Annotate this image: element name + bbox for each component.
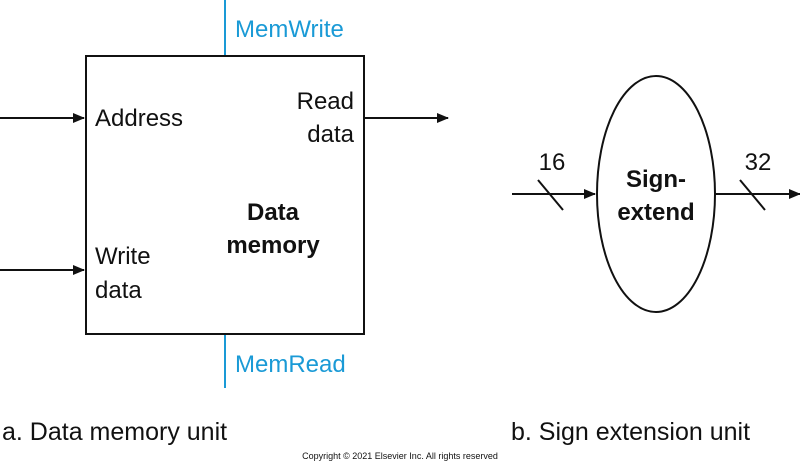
- memwrite-label: MemWrite: [235, 16, 344, 43]
- memread-label: MemRead: [235, 351, 346, 378]
- output-bus-slash: [739, 179, 766, 211]
- copyright-notice: Copyright © 2021 Elsevier Inc. All right…: [302, 451, 498, 461]
- sign-extend-title-line2: extend: [617, 199, 694, 226]
- data-memory-caption: a. Data memory unit: [2, 418, 227, 446]
- data-memory-title-line1: Data: [247, 199, 300, 226]
- output-width-label: 32: [745, 149, 772, 176]
- write-data-label-line2: data: [95, 277, 142, 304]
- input-width-label: 16: [539, 149, 566, 176]
- sign-extend-title-line1: Sign-: [626, 166, 686, 193]
- address-label: Address: [95, 105, 183, 132]
- write-data-label-line1: Write: [95, 243, 151, 270]
- input-bus-slash: [537, 179, 564, 211]
- sign-extend-caption: b. Sign extension unit: [511, 418, 750, 446]
- read-data-label-line1: Read: [297, 88, 354, 115]
- data-memory-title-line2: memory: [226, 232, 320, 259]
- read-data-label-line2: data: [307, 121, 354, 148]
- sign-extend-ellipse: [596, 75, 716, 313]
- data-memory-box: [85, 55, 365, 335]
